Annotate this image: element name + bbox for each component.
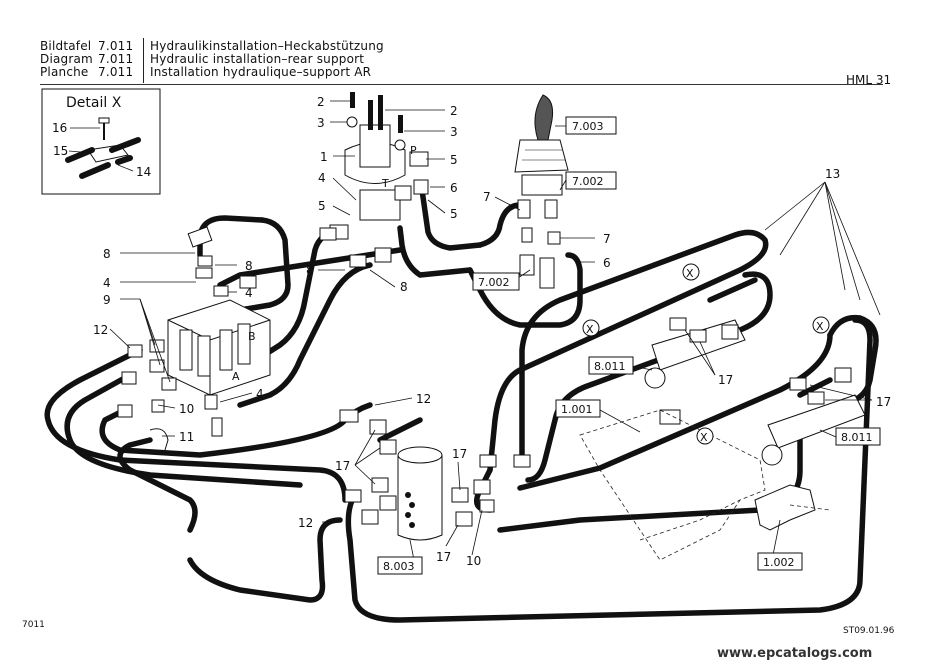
callout-10-left: 10: [179, 402, 194, 416]
callout-3-right: 3: [450, 125, 458, 139]
marker-x-4: X: [700, 431, 708, 444]
header-divider: [143, 38, 144, 83]
callout-2-right: 2: [450, 104, 458, 118]
header-code-fr: 7.011: [98, 65, 134, 79]
callout-17-cylinder-right: 17: [876, 395, 891, 409]
ref-8011-left: 8.011: [594, 360, 626, 373]
header-label-fr: Planche: [40, 65, 89, 79]
callout-8-center: 8: [306, 263, 314, 277]
callout-1: 1: [320, 150, 328, 164]
callout-5-lower: 5: [450, 207, 458, 221]
callout-4-bottom: 4: [256, 387, 264, 401]
callout-17-top: 17: [452, 447, 467, 461]
hydraulic-hoses: [44, 187, 879, 623]
callout-12-center: 12: [416, 392, 431, 406]
support-cylinders: [644, 317, 866, 466]
marker-x-3: X: [816, 320, 824, 333]
ref-8011-right: 8.011: [841, 431, 873, 444]
callout-11: 11: [179, 430, 194, 444]
header-rule: [40, 84, 883, 85]
ref-8003: 8.003: [383, 560, 415, 573]
callout-9: 9: [103, 293, 111, 307]
detail-x-inset: Detail X 16 15 14: [41, 88, 161, 195]
port-label-t: T: [381, 177, 389, 190]
fittings: [117, 226, 531, 503]
control-valve-block: A B: [149, 255, 271, 437]
header-labels: Bildtafel 7.011 Diagram 7.011 Planche 7.011: [40, 40, 133, 79]
callout-7-right: 7: [603, 232, 611, 246]
callout-6-upper: 6: [450, 181, 458, 195]
part-callouts: 2 3 1 4 5 2 3 5 6 5 7 7 6 8 8 8 8 4 4 9 …: [93, 95, 891, 568]
callout-8-right: 8: [400, 280, 408, 294]
chassis-outline: [579, 409, 831, 561]
callout-7-left: 7: [483, 190, 491, 204]
callout-4-mid: 4: [245, 286, 253, 300]
header-label-de: Bildtafel: [40, 39, 92, 53]
callout-10-bottom: 10: [466, 554, 481, 568]
callout-5-upper: 5: [450, 153, 458, 167]
header-label-en: Diagram: [40, 52, 93, 66]
callout-2-left: 2: [317, 95, 325, 109]
header-title-fr: Installation hydraulique–support AR: [150, 65, 372, 79]
detail-callout-16: 16: [52, 121, 67, 135]
accumulator: [361, 419, 495, 541]
callout-12-left: 12: [93, 323, 108, 337]
callout-17-accumulator: 17: [335, 459, 350, 473]
port-label-a: A: [232, 370, 240, 383]
footer-page-code: 7011: [22, 620, 45, 630]
callout-17-bottom: 17: [436, 550, 451, 564]
detail-title: Detail X: [66, 95, 122, 111]
callout-12-bottom: 12: [298, 516, 313, 530]
callout-8-left: 8: [103, 247, 111, 261]
header-titles: Hydraulikinstallation–Heckabstützung Hyd…: [150, 40, 384, 79]
ref-7002-bottom: 7.002: [478, 276, 510, 289]
diagram-references: 7.003 7.002 7.002 8.011 1.001 8.011 8.00…: [377, 116, 881, 575]
watermark: www.epcatalogs.com: [717, 646, 873, 661]
detail-markers: X X X X: [582, 263, 830, 445]
marker-x-1: X: [686, 267, 694, 280]
callout-3-left: 3: [317, 116, 325, 130]
callout-5-left: 5: [318, 199, 326, 213]
ref-7003: 7.003: [572, 120, 604, 133]
port-label-b: B: [248, 330, 256, 343]
header-code-de: 7.011: [98, 39, 134, 53]
ref-1002: 1.002: [763, 556, 795, 569]
header-title-en: Hydraulic installation–rear support: [150, 52, 365, 66]
callout-13: 13: [825, 167, 840, 181]
header-code-en: 7.011: [98, 52, 134, 66]
footer-date-code: ST09.01.96: [843, 626, 895, 636]
detail-callout-14: 14: [136, 165, 151, 179]
model-code: HML 31: [846, 73, 892, 87]
pilot-valve: P T: [329, 92, 429, 263]
ref-1001: 1.001: [561, 403, 593, 416]
port-label-p: P: [410, 144, 417, 157]
marker-x-2: X: [586, 323, 594, 336]
leader-lines: [109, 100, 881, 566]
callout-8-mid: 8: [245, 259, 253, 273]
ref-7002-top: 7.002: [572, 175, 604, 188]
callout-4-left: 4: [103, 276, 111, 290]
callout-17-cylinder-left: 17: [718, 373, 733, 387]
header-title-de: Hydraulikinstallation–Heckabstützung: [150, 39, 384, 53]
joystick: [514, 94, 569, 289]
detail-callout-15: 15: [53, 144, 68, 158]
callout-4-top: 4: [318, 171, 326, 185]
callout-6-right: 6: [603, 256, 611, 270]
